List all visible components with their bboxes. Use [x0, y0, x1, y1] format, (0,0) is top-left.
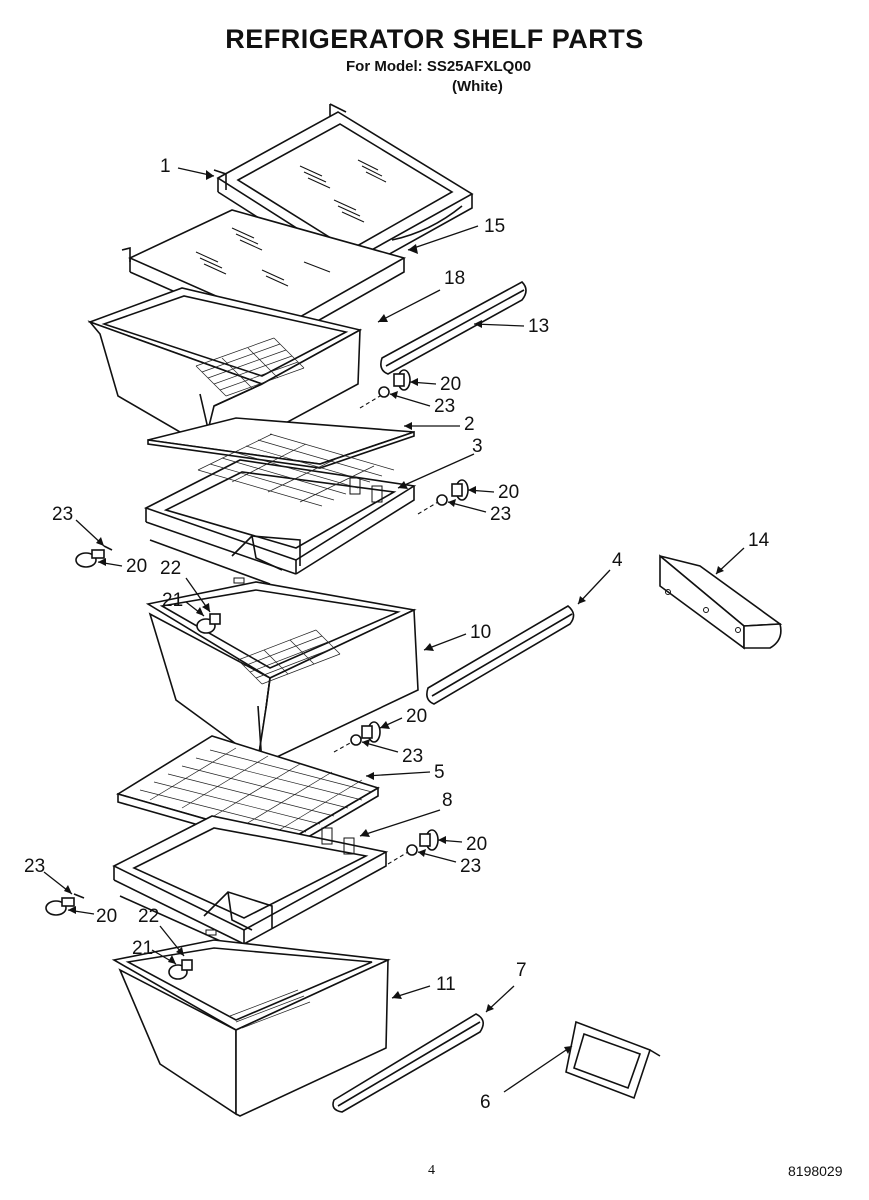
- callout-20e: 20: [466, 834, 487, 855]
- callout-20d: 20: [406, 706, 427, 727]
- callout-18: 18: [444, 268, 465, 289]
- callout-20a: 20: [440, 374, 461, 395]
- callout-23d: 23: [402, 746, 423, 767]
- callout-7: 7: [516, 960, 527, 981]
- callout-23c: 23: [52, 504, 73, 525]
- part-6-clip: [565, 1020, 661, 1100]
- page-number: 4: [428, 1163, 435, 1178]
- callout-3: 3: [472, 436, 483, 457]
- part-4-rail: [426, 605, 575, 705]
- callout-23a: 23: [434, 396, 455, 417]
- callout-1: 1: [160, 156, 171, 177]
- callout-23b: 23: [490, 504, 511, 525]
- part-8-crisper-cover: [112, 815, 389, 949]
- part-14-bracket: [659, 554, 783, 650]
- callout-21b: 21: [132, 938, 153, 959]
- callout-23e: 23: [460, 856, 481, 877]
- part-10-crisper-drawer: [145, 581, 419, 765]
- callout-labels: 1 15 18 13 20 23 2 3 20 23 23 20 22 21 4…: [24, 156, 770, 1113]
- model-label: For Model: SS25AFXLQ00: [346, 58, 532, 75]
- callout-21a: 21: [162, 590, 183, 611]
- callout-22b: 22: [138, 906, 159, 927]
- part-13-rail: [380, 281, 527, 375]
- callout-20c: 20: [126, 556, 147, 577]
- callout-8: 8: [442, 790, 453, 811]
- callout-23f: 23: [24, 856, 45, 877]
- callout-2: 2: [464, 414, 475, 435]
- document-number: 8198029: [788, 1163, 843, 1179]
- page-title: REFRIGERATOR SHELF PARTS: [225, 24, 644, 54]
- callout-20f: 20: [96, 906, 117, 927]
- part-3-crisper-cover: [143, 433, 417, 585]
- callout-5: 5: [434, 762, 445, 783]
- callout-10: 10: [470, 622, 491, 643]
- callout-4: 4: [612, 550, 623, 571]
- leader-lines: [43, 167, 745, 1093]
- part-11-crisper-drawer: [111, 939, 391, 1117]
- callout-6: 6: [480, 1092, 491, 1113]
- callout-20b: 20: [498, 482, 519, 503]
- callout-22a: 22: [160, 558, 181, 579]
- callout-14: 14: [748, 530, 770, 551]
- callout-11: 11: [436, 974, 456, 995]
- callout-15: 15: [484, 216, 505, 237]
- callout-13: 13: [528, 316, 549, 337]
- part-2-glass: [147, 417, 415, 469]
- color-label: (White): [452, 78, 503, 95]
- fasteners: [45, 369, 469, 980]
- part-7-rail: [332, 1013, 484, 1113]
